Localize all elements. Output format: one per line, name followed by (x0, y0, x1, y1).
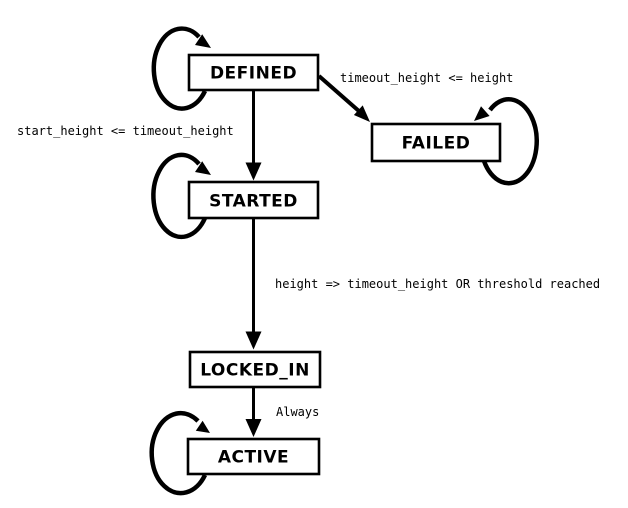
self-loop-started-arrowhead-icon (195, 161, 211, 175)
edge-label-lockedin-active: Always (276, 405, 319, 419)
self-loop-defined-arrowhead-icon (195, 34, 211, 48)
edge-started-to-lockedin (245, 218, 262, 350)
edge-label-started-lockedin: height => timeout_height OR threshold re… (275, 277, 600, 291)
self-loop-started-path (151, 152, 208, 240)
edge-started-to-lockedin-arrowhead-icon (245, 331, 262, 350)
state-box-failed (370, 122, 502, 163)
self-loop-defined (151, 26, 211, 111)
state-label-lockedin: LOCKED_IN (200, 361, 310, 381)
state-label-started: STARTED (209, 192, 298, 212)
edge-label-defined-failed: timeout_height <= height (340, 71, 513, 85)
self-loop-active-path (149, 410, 208, 496)
self-loop-failed-arrowhead-icon (474, 106, 490, 121)
self-loop-defined-path (151, 26, 208, 111)
state-label-defined: DEFINED (210, 64, 297, 84)
self-loop-failed (474, 97, 539, 186)
state-box-lockedin (188, 350, 322, 389)
edge-label-defined-started: start_height <= timeout_height (17, 124, 234, 138)
edge-defined-to-failed-line (317, 74, 362, 114)
edge-defined-to-failed (317, 74, 370, 122)
state-box-defined (187, 53, 320, 92)
state-label-failed: FAILED (402, 134, 471, 154)
edge-defined-to-failed-arrowhead-icon (353, 105, 370, 122)
state-box-active (186, 437, 321, 476)
self-loop-active-arrowhead-icon (195, 420, 210, 433)
edge-lockedin-to-active (245, 387, 262, 437)
state-box-started (187, 180, 320, 220)
self-loop-started (151, 152, 211, 240)
self-loop-failed-path (481, 97, 539, 186)
edge-lockedin-to-active-arrowhead-icon (245, 419, 262, 437)
self-loop-active (149, 410, 210, 496)
edge-defined-to-started-arrowhead-icon (245, 162, 262, 181)
state-label-active: ACTIVE (218, 448, 289, 468)
edge-defined-to-started (245, 90, 262, 181)
